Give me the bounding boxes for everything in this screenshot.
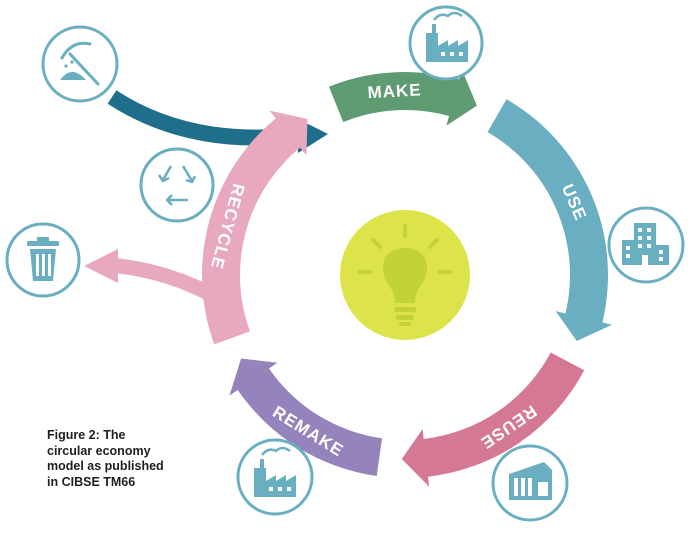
warehouse-icon <box>491 444 569 522</box>
factory-icon <box>408 5 484 81</box>
stage-arrow-recycle <box>202 110 308 345</box>
lightbulb-icon <box>340 210 470 340</box>
recycle-icon <box>139 147 215 223</box>
office-building-icon <box>607 206 685 284</box>
factory-icon <box>236 438 314 516</box>
caption-line: in CIBSE TM66 <box>47 474 136 489</box>
caption-line: circular economy <box>47 443 151 458</box>
mining-pickaxe-icon <box>41 25 119 103</box>
caption-line: Figure 2: The <box>47 428 126 442</box>
figure-caption: Figure 2: The circular economy model as … <box>47 428 187 490</box>
stage-arrow-reuse <box>401 352 585 487</box>
caption-line: model as published <box>47 459 164 473</box>
landfill-bin-icon <box>5 222 81 298</box>
stage-arrow-remake <box>229 358 383 477</box>
stage-arrow-make <box>328 69 477 126</box>
stage-arrow-use <box>487 99 613 341</box>
stage-label-make: MAKE <box>367 80 422 102</box>
waste-arrow <box>84 249 216 302</box>
